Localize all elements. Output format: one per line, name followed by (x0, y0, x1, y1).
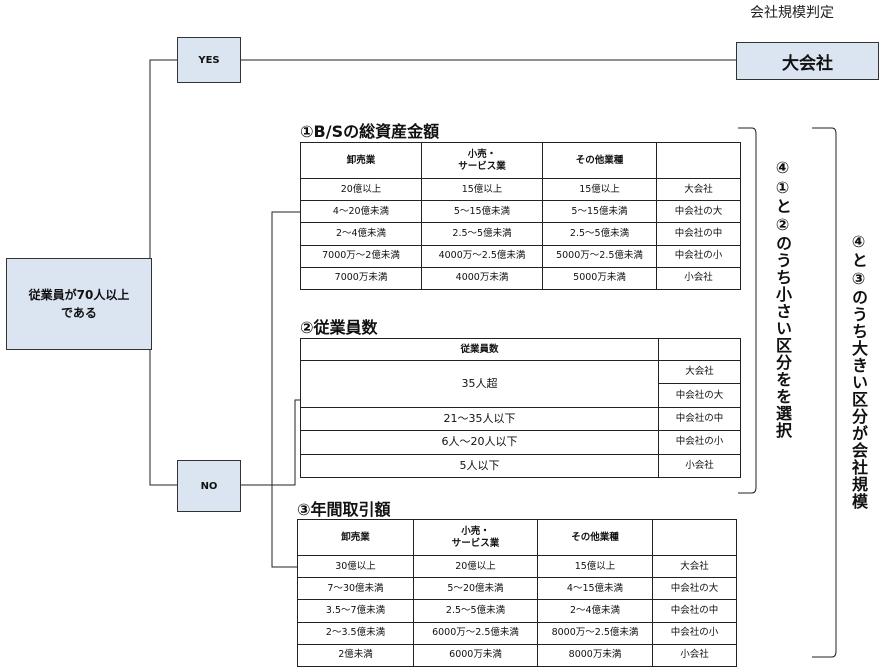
table-cell: 5人以下 (300, 453, 659, 479)
table-cell: 7000万～2億未満 (300, 244, 422, 268)
table-cell: 15億以上 (542, 177, 657, 202)
table-cell: 5～15億未満 (542, 200, 657, 224)
section3-header-cell: その他業種 (537, 519, 653, 556)
table-cell: 2.5～5億未満 (542, 222, 657, 246)
table-cell: 2.5～5億未満 (421, 222, 543, 246)
table-cell: 大会社 (658, 359, 741, 385)
table-cell: 35人超 (300, 360, 659, 408)
table-cell: 中会社の小 (658, 430, 741, 455)
table-cell: 小会社 (656, 266, 741, 291)
question-box: 従業員が70人以上 である (6, 258, 152, 350)
yes-branch-line (149, 59, 177, 260)
page-title: 会社規模判定 (750, 5, 834, 21)
yes-box: YES (177, 37, 241, 83)
section2-heading: ②従業員数 (300, 318, 378, 337)
table-cell: 中会社の大 (652, 577, 737, 601)
table-cell: 20億以上 (300, 177, 422, 202)
table-cell: 中会社の中 (658, 406, 741, 432)
table-cell: 30億以上 (297, 554, 414, 579)
table-cell: 20億以上 (413, 554, 538, 579)
table-cell: 7～30億未満 (297, 577, 414, 601)
section3-header-cell: 卸売業 (297, 519, 414, 556)
table-cell: 7000万未満 (300, 266, 422, 291)
table-cell: 4000万未満 (421, 266, 543, 291)
section3-header-cell: 小売・ サービス業 (413, 519, 538, 556)
table-cell: 2～4億未満 (537, 599, 653, 623)
table-cell: 8000万未満 (537, 643, 653, 668)
bracket-1 (738, 127, 757, 494)
section1-header-cell: その他業種 (542, 142, 657, 179)
question-text: 従業員が70人以上 である (28, 288, 130, 320)
table-cell: 大会社 (652, 554, 737, 579)
bracket1-label: ④①と②のうち小さい区分をを選択 (773, 158, 792, 439)
table-cell: 4000万～2.5億未満 (421, 244, 543, 268)
table-cell: 小会社 (652, 643, 737, 668)
table-cell: 小会社 (658, 453, 741, 479)
table-cell (658, 338, 741, 361)
table-cell: 5000万未満 (542, 266, 657, 291)
table-cell: 21～35人以下 (300, 406, 659, 432)
table-cell: 8000万～2.5億未満 (537, 621, 653, 645)
section1-header-cell: 卸売業 (300, 142, 422, 179)
table-cell: 中会社の小 (656, 244, 741, 268)
result-text: 大会社 (782, 53, 833, 74)
section3-header-cell (652, 519, 737, 556)
table-cell: 3.5～7億未満 (297, 599, 414, 623)
bracket2-label: ④と③のうち大きい区分が会社規模 (849, 232, 868, 510)
no-box: NO (177, 460, 241, 512)
table-row: 中会社の大 (301, 383, 741, 408)
table-cell: 2～3.5億未満 (297, 621, 414, 645)
table-cell: 15億以上 (537, 554, 653, 579)
table-cell: 5～20億未満 (413, 577, 538, 601)
table-cell: 6000万～2.5億未満 (413, 621, 538, 645)
table-cell: 5～15億未満 (421, 200, 543, 224)
section1-header-cell: 小売・ サービス業 (421, 142, 543, 179)
section1-heading: ①B/Sの総資産金額 (300, 122, 440, 141)
table-cell: 中会社の中 (652, 599, 737, 623)
result-box: 大会社 (736, 42, 879, 80)
table-cell: 2億未満 (297, 643, 414, 668)
no-to-section1-line (240, 211, 300, 486)
table-cell: 6人～20人以下 (300, 430, 659, 455)
no-branch-line (149, 320, 177, 486)
table-row: 35人超大会社 (300, 359, 741, 408)
table-cell: 15億以上 (421, 177, 543, 202)
section2-table: 従業員数 35人超大会社 中会社の大 21～35人以下中会社の中 6人～20人以… (300, 338, 741, 479)
no-to-section2-line (272, 399, 300, 486)
table-cell: 4～15億未満 (537, 577, 653, 601)
bracket-2 (812, 127, 837, 658)
table-cell: 中会社の中 (656, 222, 741, 246)
table-cell: 5000万～2.5億未満 (542, 244, 657, 268)
section3-heading: ③年間取引額 (297, 500, 391, 519)
table-cell: 中会社の小 (652, 621, 737, 645)
table-cell: 大会社 (656, 177, 741, 202)
table-cell: 2.5～5億未満 (413, 599, 538, 623)
table-row: 6人～20人以下中会社の小 (300, 430, 741, 455)
no-to-section3-line (271, 485, 297, 568)
table-cell: 6000万未満 (413, 643, 538, 668)
yes-label: YES (198, 54, 220, 66)
table-cell: 4～20億未満 (300, 200, 422, 224)
table-row: 5人以下小会社 (300, 453, 741, 479)
section1-header-cell (656, 142, 741, 179)
table-cell: 2～4億未満 (300, 222, 422, 246)
table-cell: 中会社の大 (658, 383, 741, 408)
no-label: NO (200, 480, 218, 492)
table-row: 21～35人以下中会社の中 (300, 406, 741, 432)
section2-header-cell: 従業員数 (300, 338, 659, 361)
table-cell: 中会社の大 (656, 200, 741, 224)
